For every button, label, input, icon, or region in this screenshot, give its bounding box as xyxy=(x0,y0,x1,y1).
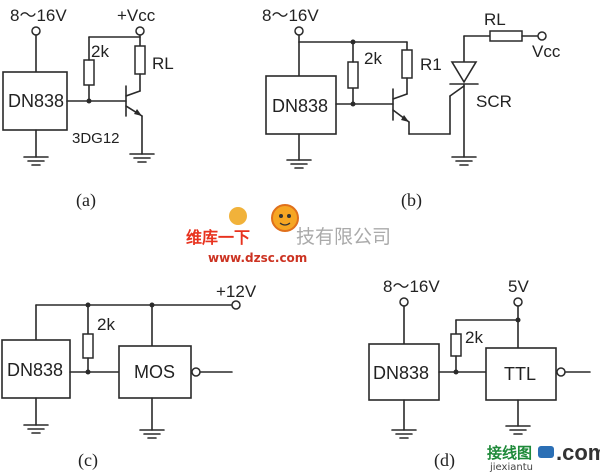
mascot-head-right xyxy=(271,204,299,232)
supply-label-c: +12V xyxy=(216,282,257,301)
scr-label-b: SCR xyxy=(476,92,512,111)
supply-label-b: 8～16V xyxy=(262,6,319,25)
r-pullup-label-b: 2k xyxy=(364,49,382,68)
circuit-d: 8～16V DN838 5V 2k TTL (d) xyxy=(368,277,591,471)
gate-label-d: TTL xyxy=(504,364,536,384)
watermark-url: www.dzsc.com xyxy=(208,251,307,265)
dn838-chip-b xyxy=(265,75,337,135)
chip-label-c: DN838 xyxy=(7,360,63,380)
corner-logo-domain: .com xyxy=(556,440,600,465)
inverter-bubble-c xyxy=(191,367,201,377)
supply-terminal-a xyxy=(31,26,41,36)
watermark-company: 技有限公司 xyxy=(296,226,391,248)
r1-label-b: R1 xyxy=(420,55,442,74)
caption-c: (c) xyxy=(78,450,98,471)
circuit-a: 8～16V DN838 2k +Vcc RL 3DG12 (a xyxy=(2,6,174,211)
supply-terminal-d xyxy=(399,297,409,307)
resistor-2k-a xyxy=(83,59,95,86)
vcc-label-d: 5V xyxy=(508,277,529,296)
r-pullup-label-a: 2k xyxy=(91,42,109,61)
vcc-terminal-b xyxy=(537,31,547,41)
resistor-2k-c xyxy=(82,333,94,359)
corner-logo-text: 接线图 xyxy=(487,444,532,462)
resistor-rl-a xyxy=(134,45,146,75)
r-load-label-a: RL xyxy=(152,54,174,73)
circuit-c: +12V DN838 2k MOS (c) xyxy=(1,282,257,471)
inverter-bubble-d xyxy=(556,367,566,377)
chip-label-a: DN838 xyxy=(8,91,64,111)
supply-terminal-c xyxy=(231,300,241,310)
resistor-2k-b xyxy=(347,61,359,89)
watermark: 维库一下 技有限公司 www.dzsc.com xyxy=(186,204,391,265)
resistor-r1-b xyxy=(401,49,413,79)
mos-gate-c xyxy=(118,345,192,399)
corner-logo-badge xyxy=(538,446,554,458)
resistor-2k-d xyxy=(450,333,462,357)
r-pullup-label-d: 2k xyxy=(465,328,483,347)
vcc-terminal-a xyxy=(135,26,145,36)
mascot-head-left xyxy=(229,207,247,225)
caption-b: (b) xyxy=(401,190,422,211)
scr-thyristor-b xyxy=(450,61,478,84)
supply-terminal-b xyxy=(294,26,304,36)
corner-logo: 接线图 .com jiexiantu xyxy=(487,440,600,473)
caption-d: (d) xyxy=(434,450,455,471)
supply-label-a: 8～16V xyxy=(10,6,67,25)
dn838-chip-c xyxy=(1,339,71,399)
vcc-label-b: Vcc xyxy=(532,42,561,61)
ttl-gate-d xyxy=(485,347,557,401)
transistor-label-a: 3DG12 xyxy=(72,130,120,147)
chip-label-b: DN838 xyxy=(272,96,328,116)
vcc-terminal-d xyxy=(513,297,523,307)
circuit-b: 8～16V DN838 2k R1 S xyxy=(262,6,561,211)
watermark-brand: 维库一下 xyxy=(186,228,250,247)
gate-label-c: MOS xyxy=(134,362,175,382)
chip-label-d: DN838 xyxy=(373,363,429,383)
vcc-label-a: +Vcc xyxy=(117,6,156,25)
r-load-label-b: RL xyxy=(484,10,506,29)
supply-label-d: 8～16V xyxy=(383,277,440,296)
corner-logo-sub: jiexiantu xyxy=(489,462,533,473)
caption-a: (a) xyxy=(76,190,96,211)
r-pullup-label-c: 2k xyxy=(97,315,115,334)
resistor-rl-b xyxy=(489,30,523,42)
